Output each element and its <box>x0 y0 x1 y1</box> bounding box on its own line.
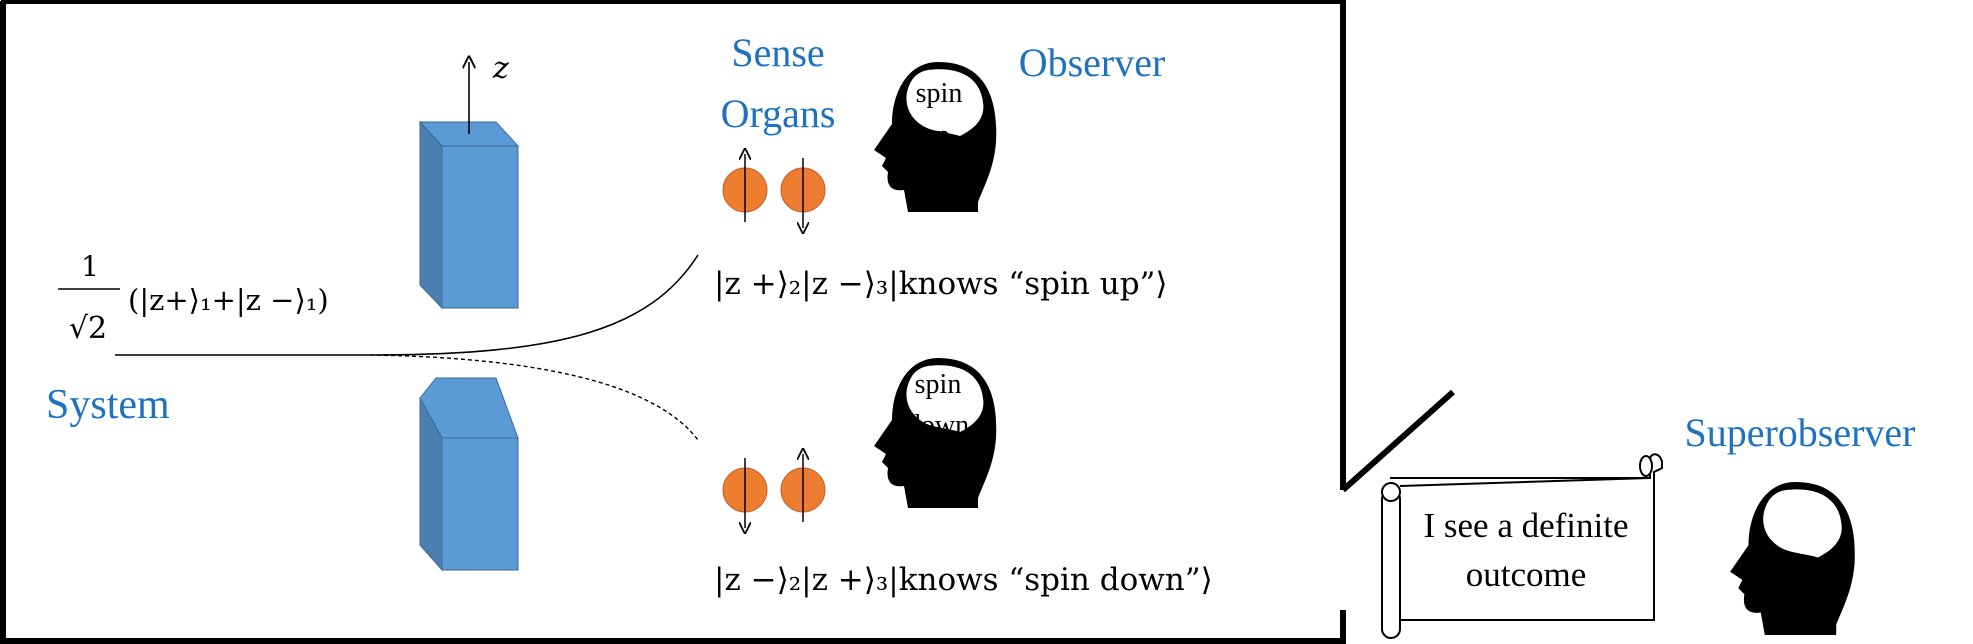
sense-organs-label-line2: Organs <box>721 91 836 136</box>
observer-lower-thought-line1: spin <box>915 369 962 400</box>
scroll-text-line1: I see a definite <box>1423 506 1628 545</box>
lab-frame <box>1 0 1346 490</box>
z-axis-label: z <box>492 51 509 86</box>
spin-upper-1 <box>722 154 768 222</box>
spin-lower-1 <box>722 458 768 528</box>
superobserver-label: Superobserver <box>1684 410 1915 455</box>
magnet-lower <box>419 377 519 572</box>
magnet-upper <box>418 120 520 310</box>
beam-upper-path <box>115 254 699 356</box>
system-label: System <box>46 382 170 428</box>
observer-upper-thought-line2: up <box>922 120 950 151</box>
observer-label: Observer <box>1019 40 1166 85</box>
beam-lower-path <box>369 354 699 441</box>
lower-branch-equation: |z −⟩₂|z +⟩₃|knows “spin down”⟩ <box>714 562 1213 598</box>
spin-upper-2 <box>780 158 826 228</box>
lab-door <box>1341 389 1455 493</box>
scroll-icon <box>1381 453 1663 639</box>
state-fraction-numerator: 1 <box>81 250 99 283</box>
observer-lower-thought-line2: down <box>907 410 969 441</box>
state-superposition: (|z+⟩₁+|z −⟩₁) <box>128 283 329 317</box>
scroll-text-line2: outcome <box>1466 555 1587 594</box>
observer-upper-thought-line1: spin <box>916 78 963 109</box>
sense-organs-label-line1: Sense <box>731 30 824 75</box>
spin-lower-2 <box>780 454 826 522</box>
observer-head-lower-icon <box>874 358 997 508</box>
superobserver-head-icon <box>1730 482 1855 635</box>
upper-branch-equation: |z +⟩₂|z −⟩₃|knows “spin up”⟩ <box>714 266 1168 302</box>
observer-head-upper-icon <box>874 62 997 212</box>
state-fraction-denominator: √2 <box>69 311 107 346</box>
